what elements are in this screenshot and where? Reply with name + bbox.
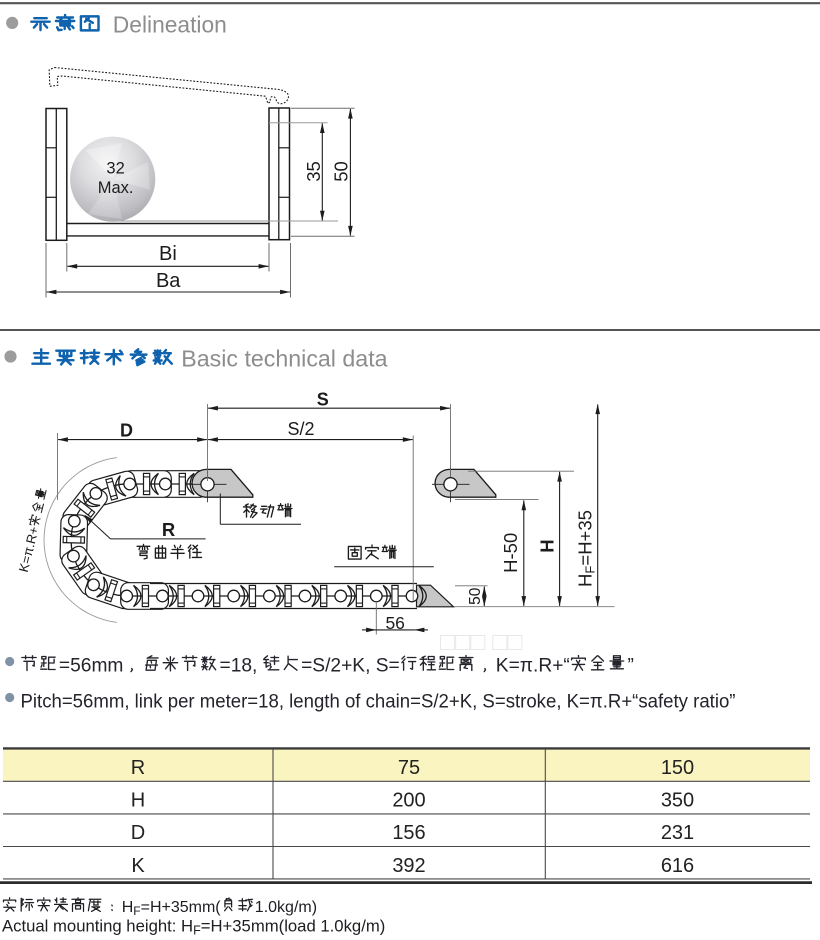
svg-text:350: 350 bbox=[661, 790, 694, 812]
svg-text:D: D bbox=[131, 822, 145, 844]
svg-text:=56mm: =56mm bbox=[59, 656, 124, 677]
svg-text:1.0kg/m): 1.0kg/m) bbox=[255, 899, 317, 916]
svg-text:R: R bbox=[131, 757, 145, 779]
svg-text:K=π.R+“: K=π.R+“ bbox=[496, 656, 570, 677]
svg-text:150: 150 bbox=[661, 757, 694, 779]
svg-text:K: K bbox=[131, 855, 145, 877]
svg-text:H: H bbox=[537, 539, 558, 552]
svg-text:□□□ □□: □□□ □□ bbox=[440, 628, 523, 656]
svg-text:616: 616 bbox=[661, 855, 694, 877]
svg-text:HF=H+35mm(: HF=H+35mm( bbox=[122, 899, 222, 918]
svg-text:Max.: Max. bbox=[98, 179, 134, 197]
svg-text:200: 200 bbox=[392, 790, 425, 812]
svg-text:H: H bbox=[131, 790, 145, 812]
svg-text:32: 32 bbox=[106, 160, 124, 178]
svg-text:156: 156 bbox=[392, 822, 425, 844]
svg-text:HF=H+35: HF=H+35 bbox=[575, 510, 598, 587]
svg-text:Basic technical data: Basic technical data bbox=[181, 345, 387, 371]
svg-text:Delineation: Delineation bbox=[113, 11, 227, 37]
svg-text:D: D bbox=[120, 421, 133, 441]
svg-text:S/2: S/2 bbox=[287, 419, 314, 439]
svg-text:50: 50 bbox=[331, 161, 352, 182]
svg-text:Bi: Bi bbox=[159, 243, 177, 265]
svg-text:231: 231 bbox=[661, 822, 694, 844]
svg-text:Ba: Ba bbox=[156, 270, 181, 292]
svg-text:R: R bbox=[162, 519, 175, 540]
svg-text:35: 35 bbox=[303, 161, 324, 182]
svg-text:=18,: =18, bbox=[220, 656, 258, 677]
svg-text:H-50: H-50 bbox=[500, 533, 521, 573]
svg-text:S: S bbox=[317, 390, 329, 410]
svg-text:56: 56 bbox=[385, 613, 404, 633]
svg-text:50: 50 bbox=[467, 587, 484, 605]
svg-text:”: ” bbox=[628, 656, 634, 677]
svg-text:75: 75 bbox=[398, 757, 420, 779]
svg-text:=S/2+K, S=: =S/2+K, S= bbox=[301, 656, 400, 677]
svg-text:392: 392 bbox=[392, 855, 425, 877]
svg-text:Pitch=56mm, link per meter=18,: Pitch=56mm, link per meter=18, length of… bbox=[21, 692, 736, 713]
svg-text:Actual mounting height: HF=H+3: Actual mounting height: HF=H+35mm(load 1… bbox=[2, 917, 385, 938]
